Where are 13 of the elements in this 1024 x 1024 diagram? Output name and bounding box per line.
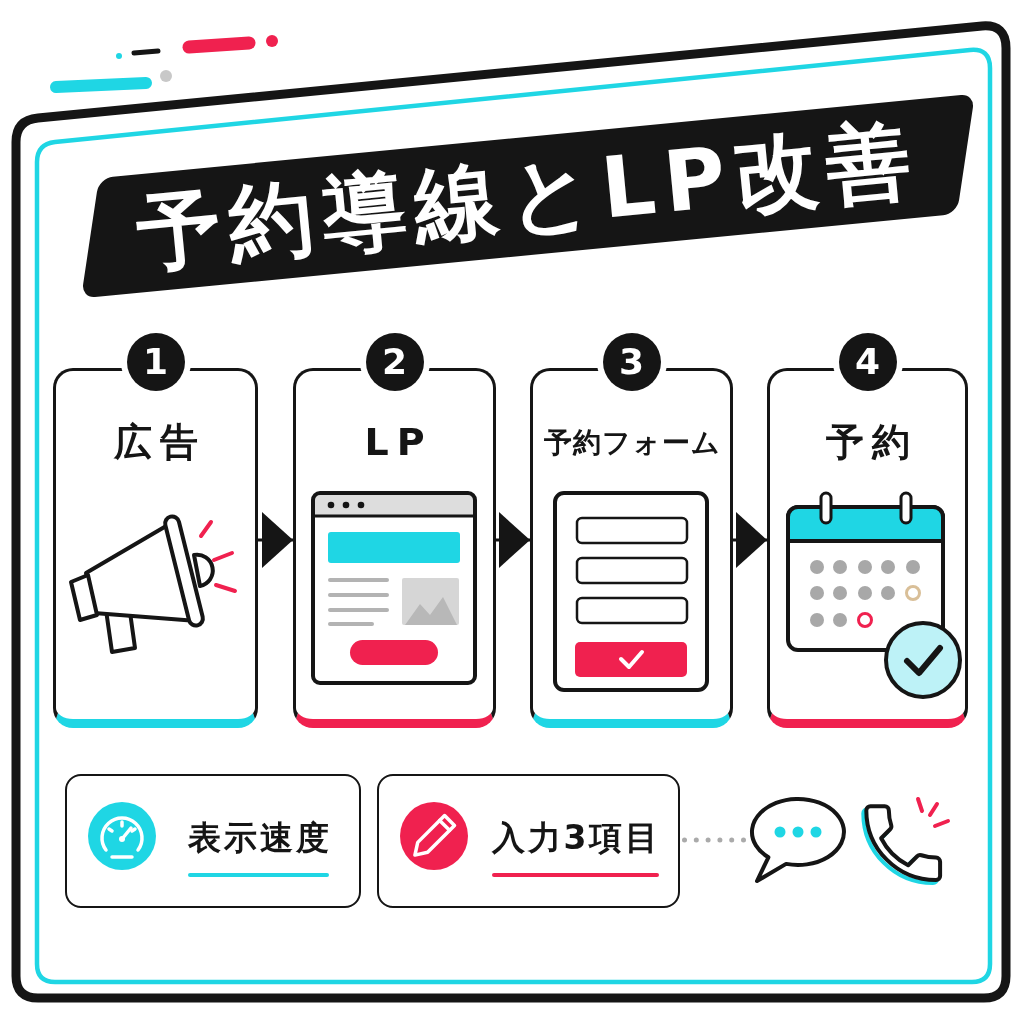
feature-box xyxy=(377,774,680,908)
arrow xyxy=(258,512,293,568)
step-title: 予約フォーム xyxy=(542,426,721,460)
dotted-line xyxy=(682,837,746,843)
arrow xyxy=(496,512,530,568)
step-title: 広告 xyxy=(112,420,206,466)
step-title: 予約 xyxy=(824,420,918,466)
step-title: LP xyxy=(363,420,433,466)
feature-box xyxy=(65,774,361,908)
item-label: 入力3項目 xyxy=(491,817,662,858)
speech-bubble-icon xyxy=(748,795,848,885)
item-label: 表示速度 xyxy=(187,817,332,858)
arrow xyxy=(733,512,767,568)
